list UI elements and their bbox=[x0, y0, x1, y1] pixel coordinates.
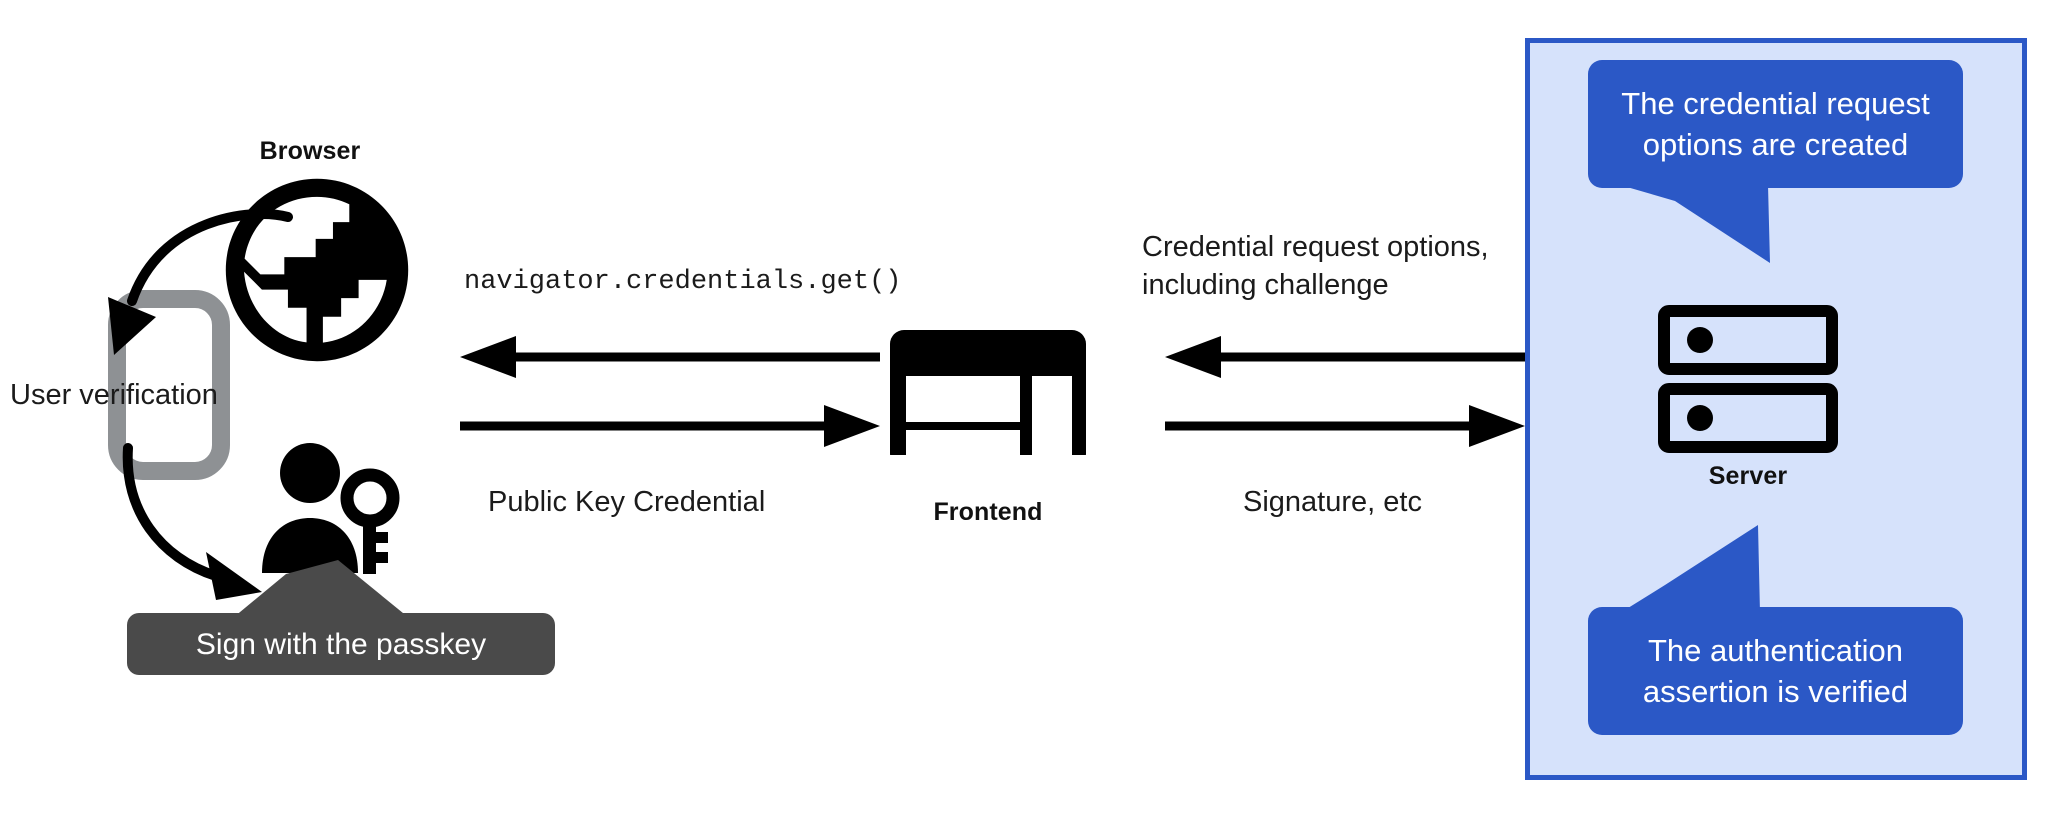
server-to-frontend-arrow bbox=[1165, 336, 1525, 378]
frontend-to-browser-arrow bbox=[460, 336, 880, 378]
server-racks-icon bbox=[1658, 305, 1838, 453]
signature-etc-label: Signature, etc bbox=[1243, 486, 1422, 518]
assertion-verified-callout-tail bbox=[1620, 525, 1760, 613]
browser-label: Browser bbox=[259, 137, 361, 165]
globe-icon bbox=[225, 178, 409, 362]
assertion-verified-callout: The authentication assertion is verified bbox=[1588, 607, 1963, 735]
server-label: Server bbox=[1708, 462, 1788, 490]
sign-with-passkey-callout-text: Sign with the passkey bbox=[195, 627, 487, 661]
assertion-verified-callout-text: The authentication assertion is verified bbox=[1642, 633, 1909, 709]
user-verification-label: User verification bbox=[10, 379, 218, 411]
frontend-label: Frontend bbox=[933, 498, 1043, 526]
credential-options-callout-tail bbox=[1620, 185, 1770, 263]
person-with-key-icon bbox=[262, 443, 400, 574]
frontend-to-server-arrow bbox=[1165, 405, 1525, 447]
sign-with-passkey-callout: Sign with the passkey bbox=[127, 613, 555, 675]
phone-to-user-arrow bbox=[122, 443, 262, 600]
sign-with-passkey-callout-tail bbox=[228, 560, 414, 622]
credential-request-options-label: Credential request options, including ch… bbox=[1142, 231, 1489, 301]
navigator-get-label: navigator.credentials.get() bbox=[464, 267, 902, 297]
credential-options-callout-text: The credential request options are creat… bbox=[1621, 86, 1930, 162]
public-key-credential-label: Public Key Credential bbox=[488, 486, 766, 518]
browser-to-phone-arrow bbox=[108, 209, 293, 355]
frontend-window-icon bbox=[890, 330, 1086, 476]
credential-options-callout: The credential request options are creat… bbox=[1588, 60, 1963, 188]
frontend-icon-clip bbox=[890, 455, 1086, 477]
browser-to-frontend-arrow bbox=[460, 405, 880, 447]
phone-icon bbox=[108, 290, 230, 480]
